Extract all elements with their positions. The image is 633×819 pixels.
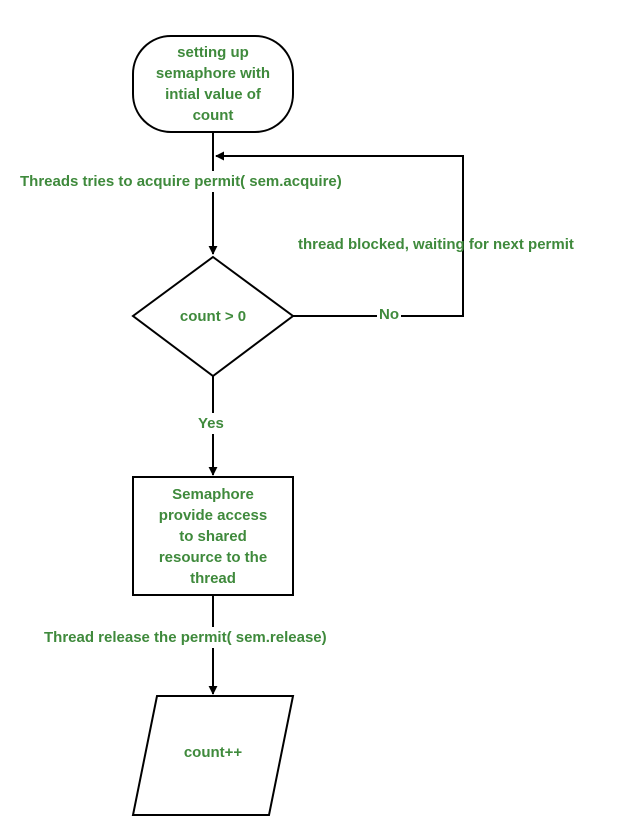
decision-text: count > 0 <box>179 307 247 325</box>
edge-label-no: No <box>377 304 401 325</box>
increment-parallelogram <box>131 695 295 816</box>
access-text: Semaphore provide access to shared resou… <box>158 485 268 587</box>
edge-label-acquire: Threads tries to acquire permit( sem.acq… <box>20 171 342 192</box>
increment-text: count++ <box>183 743 243 761</box>
start-text: setting up semaphore with intial value o… <box>155 44 271 124</box>
edge-label-yes: Yes <box>197 413 225 434</box>
edge-label-blocked: thread blocked, waiting for next permit <box>298 236 574 253</box>
access-process-box <box>132 476 294 596</box>
edge-label-release: Thread release the permit( sem.release) <box>44 627 327 648</box>
